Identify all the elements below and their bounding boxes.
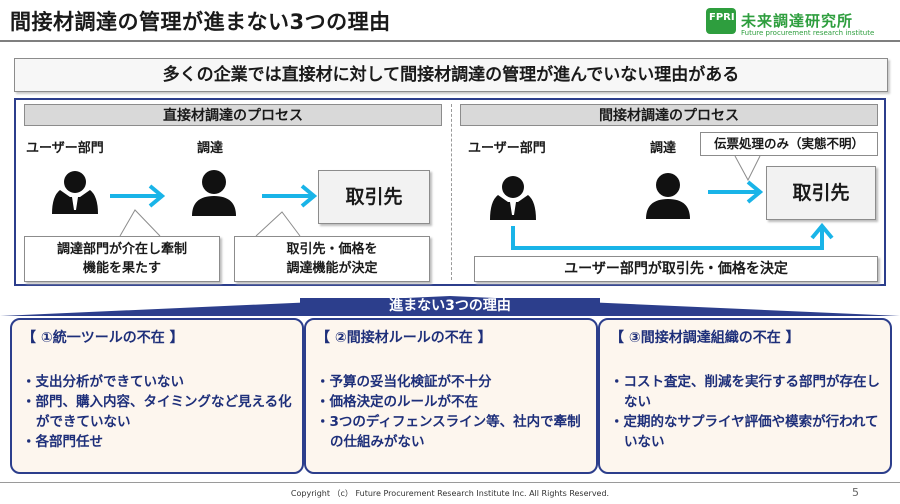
copyright: Copyright （c） Future Procurement Researc… <box>290 489 610 498</box>
user-icon <box>646 173 690 219</box>
reason-title: 【 ③間接材調達組織の不在 】 <box>610 330 800 346</box>
indirect-user-label: ユーザー部門 <box>468 141 546 156</box>
slide-title: 間接材調達の管理が進まない3つの理由 <box>10 10 391 34</box>
direct-note-right-line1: 取引先・価格を <box>286 242 378 257</box>
footer-rule <box>0 482 900 483</box>
logo-tagline: Future procurement research institute <box>741 29 875 37</box>
reason-item: ・定期的なサプライヤ評価や模索が行われていない <box>610 414 879 450</box>
panel-divider <box>451 104 452 280</box>
indirect-partner-box: 取引先 <box>766 166 876 220</box>
direct-process-heading: 直接材調達のプロセス <box>24 104 442 126</box>
direct-user-label: ユーザー部門 <box>26 141 104 156</box>
arrow-right-icon <box>708 180 764 204</box>
user-manager-icon <box>52 171 98 214</box>
direct-note-right-line2: 調達機能が決定 <box>286 261 378 276</box>
indirect-process-heading: 間接材調達のプロセス <box>460 104 878 126</box>
arrow-right-icon <box>110 184 166 208</box>
indirect-procurement-label: 調達 <box>650 141 677 156</box>
direct-note-right: 取引先・価格を 調達機能が決定 <box>234 236 430 282</box>
reason-item: ・各部門任せ <box>22 434 103 450</box>
reason-card-1: 【 ①統一ツールの不在 】 ・支出分析ができていない ・部門、購入内容、タイミン… <box>10 318 304 474</box>
reason-item: ・予算の妥当化検証が不十分 <box>316 374 492 390</box>
reason-item: ・価格決定のルールが不在 <box>316 394 478 410</box>
process-panel <box>14 98 886 286</box>
reason-title: 【 ②間接材ルールの不在 】 <box>316 330 492 346</box>
reason-item: ・部門、購入内容、タイミングなど見える化ができていない <box>22 394 292 430</box>
reason-card-2: 【 ②間接材ルールの不在 】 ・予算の妥当化検証が不十分 ・価格決定のルールが不… <box>304 318 598 474</box>
page-number: 5 <box>852 486 859 499</box>
arrow-right-icon <box>262 184 318 208</box>
reason-item: ・コスト査定、削減を実行する部門が存在しない <box>610 374 880 410</box>
user-icon <box>192 170 236 216</box>
reason-item: ・支出分析ができていない <box>22 374 184 390</box>
direct-procurement-label: 調達 <box>197 141 224 156</box>
reason-band-label: 進まない3つの理由 <box>389 298 511 314</box>
title-underline <box>0 40 900 42</box>
reason-card-3: 【 ③間接材調達組織の不在 】 ・コスト査定、削減を実行する部門が存在しない ・… <box>598 318 892 474</box>
reason-title: 【 ①統一ツールの不在 】 <box>22 330 184 346</box>
direct-note-left-line1: 調達部門が介在し牽制 <box>56 242 187 257</box>
headline: 多くの企業では直接材に対して間接材調達の管理が進んでいない理由がある <box>14 58 888 92</box>
direct-note-left: 調達部門が介在し牽制 機能を果たす <box>24 236 220 282</box>
reason-item: ・3つのディフェンスライン等、社内で牽制の仕組みがない <box>316 414 581 450</box>
user-manager-icon <box>490 176 536 220</box>
logo-badge <box>706 8 736 34</box>
indirect-callout: 伝票処理のみ（実態不明） <box>700 132 878 156</box>
direct-partner-box: 取引先 <box>318 170 430 224</box>
loop-arrow-icon <box>511 222 834 250</box>
direct-note-left-line2: 機能を果たす <box>82 261 161 276</box>
logo-badge-text: FPRI <box>709 12 735 23</box>
indirect-note: ユーザー部門が取引先・価格を決定 <box>474 256 878 282</box>
logo-name: 未来調達研究所 <box>741 12 854 30</box>
